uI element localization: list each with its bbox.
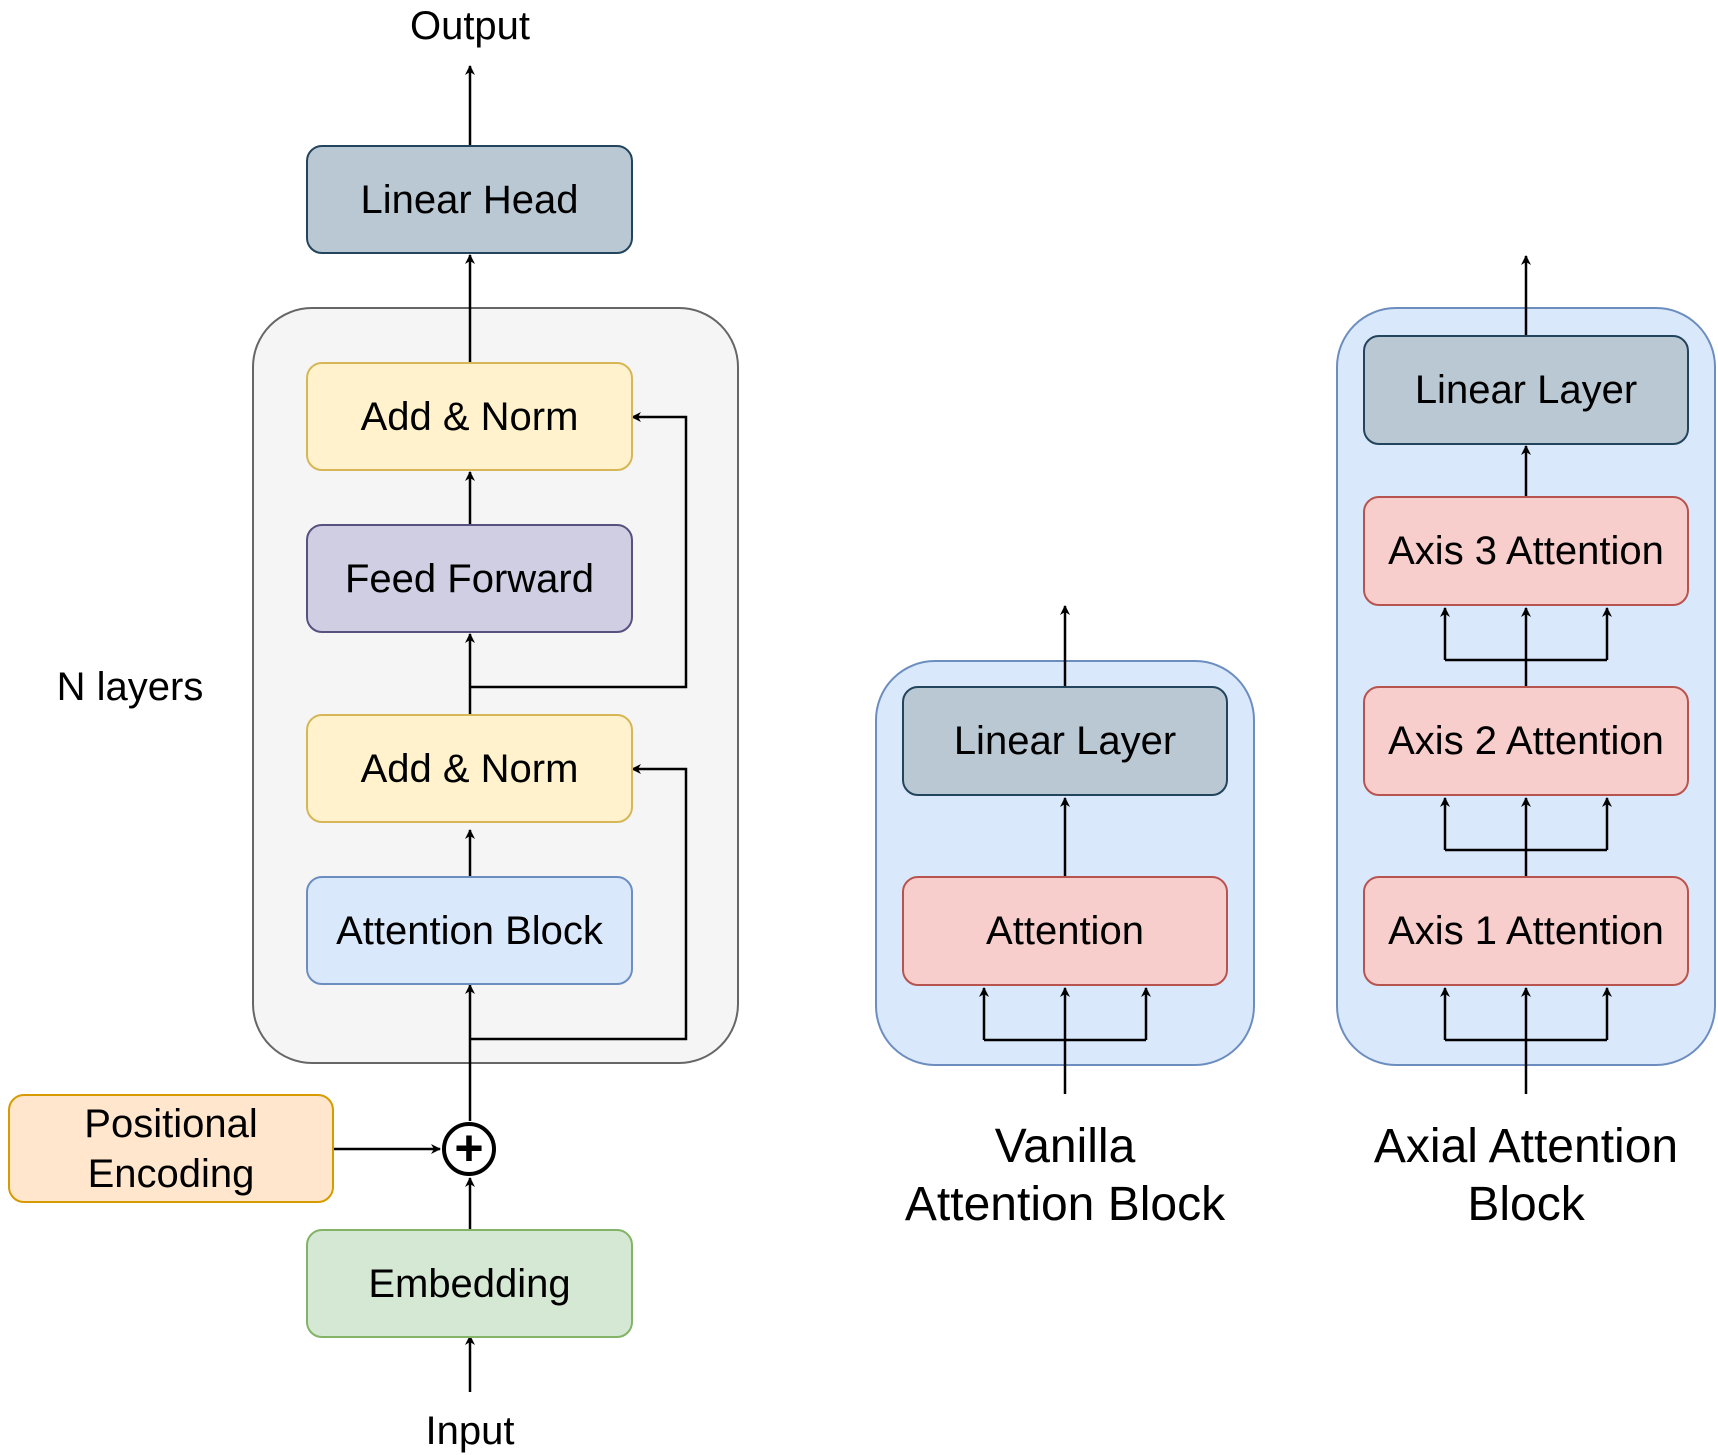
axial-linear-layer-box: Linear Layer [1363,335,1689,445]
feed-forward-box: Feed Forward [306,524,633,633]
plus-icon: + [442,1122,496,1176]
residual-skip-upper [470,412,688,689]
n-layers-label: N layers [56,665,204,709]
input-label: Input [425,1409,515,1453]
vanilla-linear-layer-box: Linear Layer [902,686,1228,796]
add-norm-top-box: Add & Norm [306,362,633,471]
add-norm-bottom-box: Add & Norm [306,714,633,823]
attention-block-box: Attention Block [306,876,633,985]
axis2-attention-box: Axis 2 Attention [1363,686,1689,796]
axial-caption: Axial Attention Block [1373,1120,1679,1231]
axis1-attention-box: Axis 1 Attention [1363,876,1689,986]
embedding-box: Embedding [306,1229,633,1338]
positional-encoding-box: Positional Encoding [8,1094,334,1203]
residual-skip-lower [470,764,688,1041]
output-label: Output [409,4,531,48]
axis3-attention-box: Axis 3 Attention [1363,496,1689,606]
vanilla-caption: Vanilla Attention Block [904,1120,1226,1231]
linear-head-box: Linear Head [306,145,633,254]
vanilla-attention-box: Attention [902,876,1228,986]
